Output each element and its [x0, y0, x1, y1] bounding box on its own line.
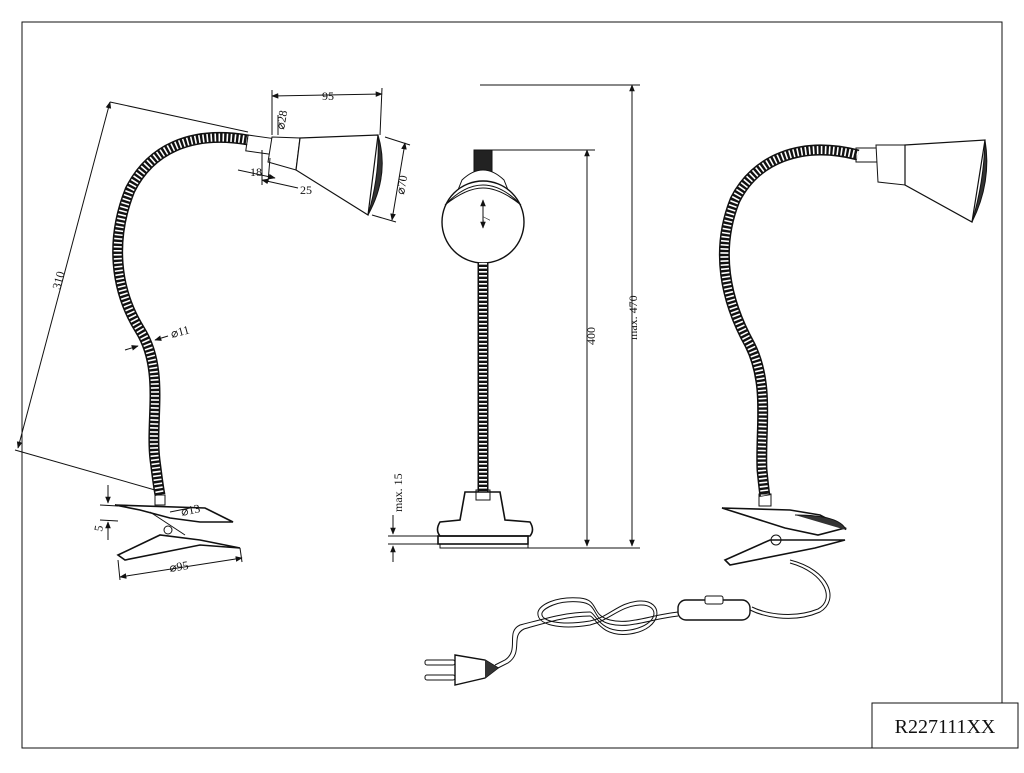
shade-rim — [367, 134, 383, 216]
dim-arm-length: 310 — [49, 270, 67, 291]
dim-clip-length: ⌀95 — [168, 558, 189, 575]
dim-neck-length: 18 — [250, 165, 262, 179]
euro-plug — [424, 654, 500, 686]
shade — [295, 134, 379, 217]
perspective-view — [424, 139, 988, 686]
shade-perspective — [904, 139, 986, 223]
clamp — [114, 494, 241, 561]
top-nub — [473, 149, 493, 173]
gooseneck-arm-perspective — [718, 144, 860, 497]
dim-neck-diameter: ⌀28 — [273, 109, 290, 130]
dim-shade-length: 95 — [322, 89, 334, 103]
drawing-frame — [21, 21, 1003, 749]
dim-max-height: max. 470 — [626, 295, 640, 340]
shade-joint — [267, 136, 301, 171]
clamp-front — [436, 489, 534, 549]
clamp-perspective — [721, 493, 848, 566]
dim-clip-opening: 5 — [91, 524, 106, 532]
dim-height: 400 — [584, 327, 598, 345]
title-block — [871, 702, 1019, 749]
dim-joint-length: 25 — [300, 183, 312, 197]
dim-arm-diameter: ⌀11 — [169, 323, 191, 341]
dim-max-clamp: max. 15 — [391, 473, 405, 512]
product-code: R227111XX — [895, 716, 996, 738]
side-view-dimensioned: 95 ⌀28 ⌀70 18 25 310 ⌀11 ⌀13 5 — [14, 87, 410, 581]
dim-arm-base-diameter: ⌀13 — [180, 501, 202, 519]
gooseneck-arm — [112, 131, 249, 497]
dim-bulb-detail: 7 — [479, 216, 493, 222]
front-view: 7 400 max. 470 max. 15 — [388, 84, 640, 562]
dim-shade-diameter: ⌀70 — [393, 174, 410, 195]
